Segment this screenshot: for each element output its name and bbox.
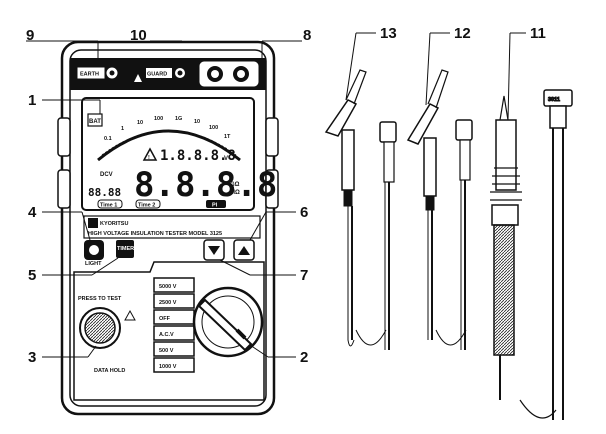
callout-6: 6 <box>300 204 308 221</box>
up-arrow-icon <box>238 246 250 255</box>
probe-12-clip-lead <box>406 69 473 350</box>
callout-8: 8 <box>303 27 311 44</box>
rotary-position: 5000 V <box>159 284 177 290</box>
probe-11-label: 3011 <box>548 97 560 103</box>
scale-tick: 10 <box>194 119 200 125</box>
earth-terminal-label: EARTH <box>80 72 99 78</box>
down-arrow-icon <box>208 246 220 255</box>
callout-2: 2 <box>300 349 308 366</box>
lower-panel: PRESS TO TEST DATA HOLD 5000 V 2500 V OF… <box>73 261 265 401</box>
rotary-position-labels: 5000 V 2500 V OFF A.C.V 500 V 1000 V <box>153 277 195 373</box>
scale-tick: 1 <box>121 126 124 132</box>
rotary-position: 1000 V <box>159 364 177 370</box>
callout-1: 1 <box>28 92 36 109</box>
timer1-label: Time 1 <box>100 203 117 209</box>
sub-reading-unit: MΩ <box>230 190 240 196</box>
probe-13-clip-lead <box>324 69 397 350</box>
scale-tick: 10 <box>137 120 143 126</box>
data-hold-label: DATA HOLD <box>94 368 125 374</box>
callout-13: 13 <box>380 25 397 42</box>
left-bumper-upper <box>57 117 71 157</box>
rotary-knob-pointer <box>197 298 253 352</box>
banana-plug-12 <box>455 119 473 141</box>
rotary-position: 2500 V <box>159 300 177 306</box>
small-reading: 88.88 <box>88 186 121 199</box>
callout-12: 12 <box>454 25 471 42</box>
rotary-position: A.C.V <box>159 332 174 338</box>
bargraph-scale-ticks: 0.1 1 10 100 1G 10 100 1T <box>104 116 231 142</box>
press-to-test-label: PRESS TO TEST <box>78 296 122 302</box>
battery-indicator: BAT <box>89 119 101 125</box>
probe-handle <box>493 224 515 356</box>
pi-label: PI <box>212 203 218 209</box>
left-bumper-lower <box>57 169 71 209</box>
timer-button-label: TIMER <box>117 246 134 252</box>
top-reading-unit: V <box>224 156 228 162</box>
top-reading: 1.8.8.8.8 <box>160 148 236 164</box>
brand-name: KYORITSU <box>100 221 128 227</box>
warning-triangle-icon <box>142 147 158 161</box>
callout-7: 7 <box>300 267 308 284</box>
callout-11: 11 <box>530 25 546 42</box>
callout-9: 9 <box>26 27 34 44</box>
scale-tick: 1G <box>175 116 182 122</box>
scale-tick: 1T <box>224 134 231 140</box>
right-bumper-upper <box>265 117 279 157</box>
callout-4: 4 <box>28 204 37 221</box>
alligator-clip-12 <box>406 103 440 145</box>
scale-tick: 100 <box>154 116 163 122</box>
rotary-position: 500 V <box>159 348 174 354</box>
probe-11-test-lead: 3011 <box>490 89 573 420</box>
right-bumper-lower <box>265 169 279 209</box>
mode-label: DCV <box>100 172 113 178</box>
main-reading: 8.8.8.8 <box>134 165 277 205</box>
test-warning-icon <box>124 309 136 321</box>
terminal-strip: EARTH GUARD <box>70 58 266 90</box>
light-button-label: LIGHT <box>85 261 102 267</box>
buttons: LIGHT TIMER <box>84 239 255 267</box>
lcd-display: BAT 0.1 1 10 100 1G 10 100 1T ! 1.8.8.8.… <box>81 97 277 211</box>
banana-plug-13 <box>379 121 397 143</box>
scale-tick: 100 <box>209 125 218 131</box>
timer-button[interactable] <box>116 240 134 258</box>
rotary-position: OFF <box>159 316 171 322</box>
main-reading-unit: GΩ <box>230 182 240 188</box>
alligator-clip-13 <box>324 99 358 137</box>
callout-3: 3 <box>28 349 36 366</box>
callout-10: 10 <box>130 27 147 44</box>
guard-terminal-label: GUARD <box>147 72 167 78</box>
high-voltage-warning-icon <box>134 74 142 82</box>
callout-numbers: 9 10 8 1 4 5 3 6 7 2 13 12 11 <box>26 25 546 366</box>
kyoritsu-logo <box>88 218 98 228</box>
brand-band: KYORITSU HIGH VOLTAGE INSULATION TESTER … <box>83 215 261 239</box>
callout-leaders <box>26 32 526 358</box>
model-line: HIGH VOLTAGE INSULATION TESTER MODEL 312… <box>88 231 222 237</box>
callout-5: 5 <box>28 267 36 284</box>
timer2-label: Time 2 <box>138 203 155 209</box>
scale-tick: 0.1 <box>104 136 112 142</box>
svg-text:!: ! <box>148 155 150 161</box>
